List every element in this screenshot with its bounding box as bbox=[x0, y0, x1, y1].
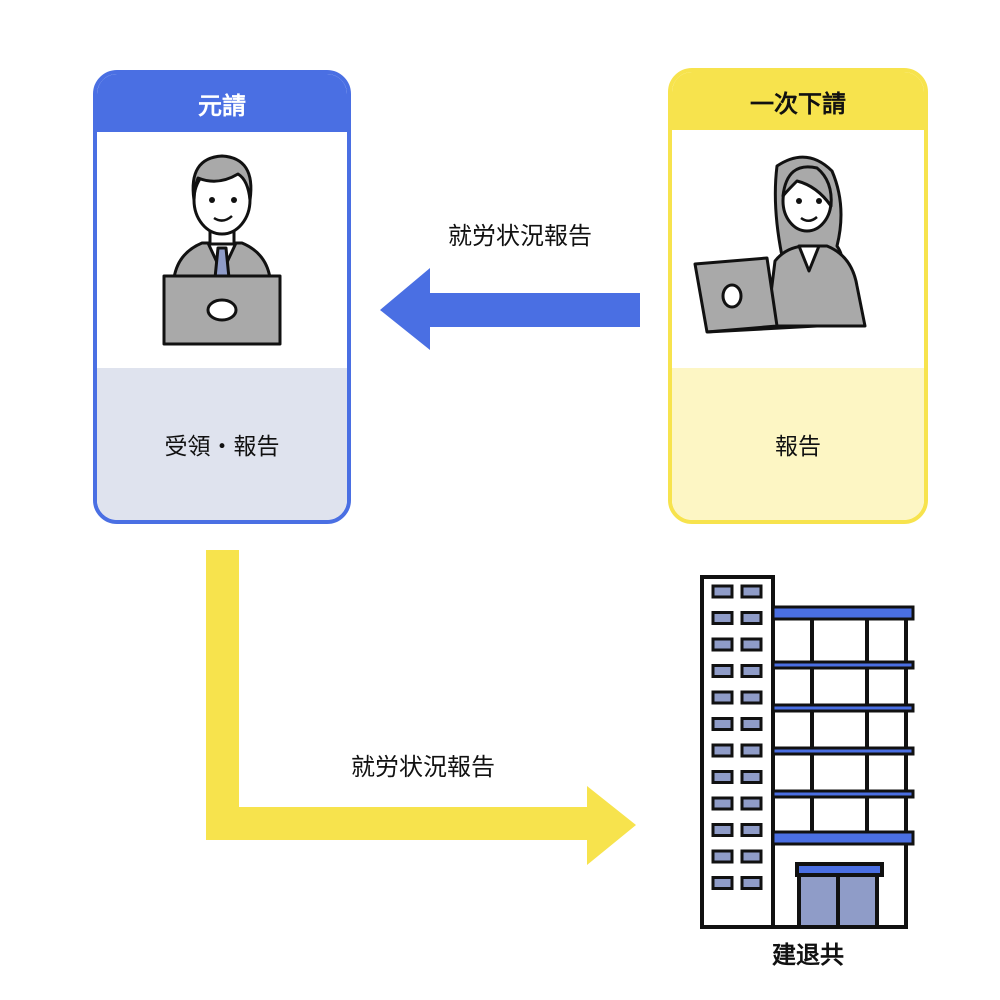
building-window bbox=[711, 717, 734, 731]
prime-contractor-action: 受領・報告 bbox=[97, 368, 347, 520]
building-floor-band bbox=[771, 830, 915, 846]
organization-label: 建退共 bbox=[772, 941, 844, 969]
building-window bbox=[711, 611, 734, 625]
building-window bbox=[711, 637, 734, 652]
arrow-label-sub-to-prime: 就労状況報告 bbox=[448, 222, 592, 250]
building-window bbox=[711, 796, 734, 811]
prime-contractor-card: 元請 受領・報告 bbox=[93, 70, 351, 524]
building-window bbox=[740, 743, 763, 758]
building-window bbox=[711, 849, 734, 864]
building-window bbox=[740, 690, 763, 705]
building-window bbox=[711, 584, 734, 599]
building-window bbox=[740, 876, 763, 890]
building-floor-band bbox=[771, 703, 915, 713]
building-window bbox=[740, 849, 763, 864]
arrow-label-prime-to-org: 就労状況報告 bbox=[351, 753, 495, 781]
building-window bbox=[740, 611, 763, 625]
building-window bbox=[740, 717, 763, 731]
building-window bbox=[711, 664, 734, 678]
building-window bbox=[740, 823, 763, 837]
building-floor-band bbox=[771, 660, 915, 670]
subcontractor-title: 一次下請 bbox=[672, 72, 924, 130]
building-window bbox=[740, 770, 763, 784]
building-window bbox=[711, 690, 734, 705]
woman-with-laptop-icon bbox=[693, 155, 867, 334]
building-window bbox=[740, 664, 763, 678]
building-window bbox=[740, 796, 763, 811]
blue-arrow-left bbox=[380, 268, 640, 350]
man-with-laptop-icon bbox=[162, 154, 282, 346]
subcontractor-card: 一次下請 報告 bbox=[668, 68, 928, 524]
building-window bbox=[711, 770, 734, 784]
subcontractor-action: 報告 bbox=[672, 368, 924, 520]
building-floor-band bbox=[771, 789, 915, 799]
building-window bbox=[740, 637, 763, 652]
building-window bbox=[711, 743, 734, 758]
building-window bbox=[711, 876, 734, 890]
building-floor-band bbox=[771, 605, 915, 621]
prime-contractor-title: 元請 bbox=[97, 74, 347, 132]
building-floor-band bbox=[771, 746, 915, 756]
building-window bbox=[740, 584, 763, 599]
yellow-l-arrow-right bbox=[206, 550, 636, 865]
building-window bbox=[711, 823, 734, 837]
